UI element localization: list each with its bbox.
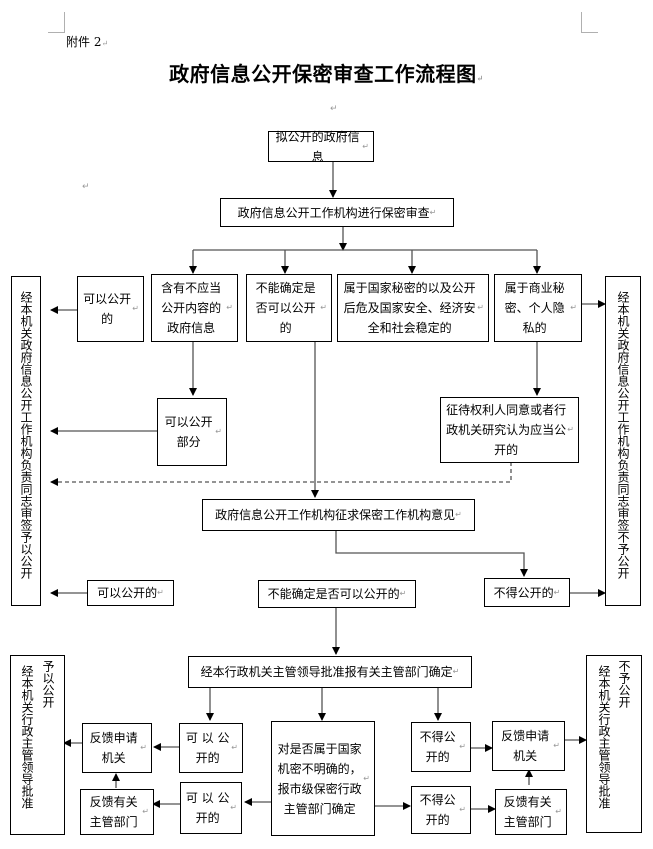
feedback-dept-left: 反馈有关主管部门↵ xyxy=(80,789,154,835)
right-final-col2: 不予公开 xyxy=(617,660,631,708)
unclear-secret-node: 对是否属于国家机密不明确的，报市级保密行政主管部门确定↵ xyxy=(271,721,375,836)
mid-uncertain: 不能确定是否可以公开的↵ xyxy=(258,580,416,608)
left-final-col2: 予以公开 xyxy=(41,660,55,708)
review-node: 政府信息公开工作机构进行保密审查↵ xyxy=(220,198,454,227)
page-corner-top-left xyxy=(48,12,65,33)
document-title: 政府信息公开保密审查工作流程图↵ xyxy=(169,62,484,86)
paragraph-mark: ↵ xyxy=(330,104,338,114)
left-final-col1: 经本机关行政主管领导批准 xyxy=(20,665,34,809)
category-can-disclose: 可以公开的↵ xyxy=(77,276,144,342)
category-commercial-privacy: 属于商业秘密、个人隐私的↵ xyxy=(494,274,582,342)
consult-secrecy-node: 政府信息公开工作机构征求保密工作机构意见↵ xyxy=(202,499,475,531)
dashed-consent-left xyxy=(50,462,512,486)
lower-cannot-disclose-2: 不得公开的↵ xyxy=(411,786,471,834)
arrow-consult-cannot xyxy=(335,530,528,577)
category-uncertain: 不能确定是否可以公开的↵ xyxy=(246,274,332,342)
feedback-applicant-right: 反馈申请机关↵ xyxy=(492,721,565,771)
right-reject-disclose: 经本机关政府信息公开工作机构负责同志审签不予公开 xyxy=(605,276,641,606)
lower-cannot-disclose-1: 不得公开的↵ xyxy=(411,722,471,772)
feedback-dept-right: 反馈有关主管部门↵ xyxy=(495,789,567,835)
feedback-applicant-left: 反馈申请机关↵ xyxy=(82,723,152,773)
left-approve-disclose: 经本机关政府信息公开工作机构负责同志审签予以公开 xyxy=(11,276,41,606)
category-state-secret: 属于国家秘密的以及公开后危及国家安全、经济安全和社会稳定的↵ xyxy=(337,274,489,342)
consent-node: 征待权利人同意或者行政机关研究认为应当公开的↵ xyxy=(440,397,579,463)
leader-approval-node: 经本行政机关主管领导批准报有关主管部门确定↵ xyxy=(188,656,472,688)
lower-can-disclose-2: 可 以 公 开的↵ xyxy=(180,782,242,834)
right-final-col1: 经本机关行政主管领导批准 xyxy=(597,665,611,809)
partial-disclose-node: 可以公开部分↵ xyxy=(157,398,227,466)
attachment-label: 附件 2↵ xyxy=(66,35,109,49)
category-partial-content: 含有不应当公开内容的政府信息↵ xyxy=(151,274,238,342)
mid-can-disclose: 可以公开的↵ xyxy=(87,580,174,606)
mid-cannot-disclose: 不得公开的↵ xyxy=(484,578,570,607)
paragraph-mark: ↵ xyxy=(82,182,90,192)
right-final-reject: 经本机关行政主管领导批准 不予公开 xyxy=(586,655,642,833)
start-node: 拟公开的政府信息↵ xyxy=(268,130,374,164)
page-corner-top-right xyxy=(581,12,598,33)
lower-can-disclose-1: 可 以 公 开的↵ xyxy=(179,723,243,773)
left-final-approve: 经本机关行政主管领导批准 予以公开 xyxy=(10,655,65,835)
